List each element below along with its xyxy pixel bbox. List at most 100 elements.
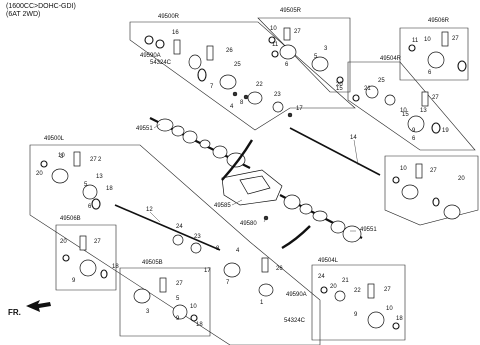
label-49500r: 49500R	[158, 14, 180, 20]
label-25-b: 25	[378, 78, 385, 84]
parts-49500r-lower	[392, 163, 461, 220]
label-21-b: 21	[342, 278, 349, 284]
label-26b: 26	[276, 266, 283, 272]
label-49551-lower: 49551	[360, 227, 377, 233]
label-3-b: 3	[60, 154, 64, 160]
label-49500l: 49500L	[44, 136, 65, 142]
label-4-a: 4	[230, 104, 234, 110]
label-10-g: 10	[386, 306, 393, 312]
label-21-a: 21	[364, 86, 371, 92]
label-49505b: 49505B	[142, 260, 163, 266]
label-13-b: 13	[96, 174, 103, 180]
label-19: 19	[442, 128, 449, 134]
label-15-b: 15	[402, 112, 409, 118]
label-9-b: 9	[72, 278, 76, 284]
group-box-49500r-lower	[384, 155, 479, 226]
group-box-49500l	[29, 144, 321, 345]
label-20-b: 20	[336, 82, 343, 88]
label-27-e: 27	[430, 168, 437, 174]
label-14: 14	[350, 135, 357, 141]
label-20-e: 20	[458, 176, 465, 182]
label-27-b: 27	[452, 36, 459, 42]
label-18-b: 18	[112, 264, 119, 270]
header-engine-spec: (1600CC>DOHC-GDI)	[6, 3, 76, 10]
label-7-b: 7	[226, 280, 230, 286]
label-3-c: 3	[146, 309, 150, 315]
label-49551-upper: 49551	[136, 126, 153, 132]
label-49580: 49580	[240, 221, 257, 227]
label-24-b: 24	[318, 274, 325, 280]
label-6-c: 6	[412, 136, 416, 142]
label-54324c-right: 54324C	[150, 60, 172, 66]
parts-49505b	[133, 277, 198, 322]
label-49506b: 49506B	[60, 216, 81, 222]
center-bearing-bracket	[221, 169, 283, 221]
front-arrow-icon	[26, 300, 51, 312]
group-box-49504r	[347, 61, 476, 151]
label-23-a: 23	[274, 92, 281, 98]
label-3-a: 3	[324, 46, 328, 52]
group-box-49504l	[311, 264, 406, 341]
label-20-a: 20	[36, 171, 43, 177]
label-49590a-left: 49590A	[286, 292, 307, 298]
label-5-a: 5	[314, 54, 318, 60]
label-18-d: 18	[396, 316, 403, 322]
label-49585: 49585	[214, 203, 231, 209]
label-18-a: 18	[106, 186, 113, 192]
parts-49500l	[40, 151, 274, 297]
label-20-d: 20	[330, 284, 337, 290]
label-23-b: 23	[194, 234, 201, 240]
label-9-c: 9	[176, 316, 180, 322]
group-box-49506r	[399, 27, 469, 81]
label-15-a: 15	[336, 86, 343, 92]
label-10-f: 10	[190, 304, 197, 310]
parts-49506b	[62, 235, 108, 279]
label-22-b: 22	[354, 288, 361, 294]
label-6-a: 6	[285, 62, 289, 68]
label-13-a: 13	[420, 108, 427, 114]
label-25-a: 25	[234, 62, 241, 68]
label-27-h: 27	[384, 287, 391, 293]
label-49590a-right: 49590A	[140, 53, 161, 59]
label-17-a: 17	[296, 106, 303, 112]
label-8-a: 8	[240, 100, 244, 106]
label-6-b: 6	[428, 70, 432, 76]
group-box-49506b	[55, 224, 117, 291]
label-9-a: 9	[412, 128, 416, 134]
label-17-b: 17	[204, 268, 211, 274]
label-5-b: 5	[84, 182, 88, 188]
label-10-b: 10	[424, 37, 431, 43]
parts-49504r	[352, 85, 441, 134]
label-7-a: 7	[210, 84, 214, 90]
label-16: 16	[172, 30, 179, 36]
label-49505r: 49505R	[280, 8, 302, 14]
label-4-b: 4	[236, 248, 240, 254]
label-22-a: 22	[256, 82, 263, 88]
parts-49504l	[320, 283, 400, 330]
parts-49500r	[144, 35, 293, 118]
label-11-a: 11	[272, 42, 279, 48]
front-direction-label: FR.	[8, 308, 21, 317]
left-driveshaft-assembly	[114, 194, 363, 251]
group-box-49500r	[129, 21, 356, 131]
header-transmission-spec: (6AT 2WD)	[6, 11, 41, 18]
label-49504l: 49504L	[318, 258, 339, 264]
label-27-g: 27	[176, 281, 183, 287]
label-12: 12	[146, 207, 153, 213]
group-box-49505b	[119, 267, 211, 337]
label-54324c-left: 54324C	[284, 318, 306, 324]
label-27-c: 27	[432, 95, 439, 101]
label-49504r: 49504R	[380, 56, 402, 62]
label-18-c: 18	[196, 322, 203, 328]
label-27-d: 27	[90, 157, 97, 163]
label-24-a: 24	[176, 224, 183, 230]
label-9-d: 9	[354, 312, 358, 318]
right-driveshaft-assembly	[149, 117, 381, 176]
label-10-c: 10	[400, 108, 407, 114]
label-10-d: 10	[58, 153, 65, 159]
label-8-b: 8	[216, 246, 220, 252]
label-10-e: 10	[400, 166, 407, 172]
label-6-d: 6	[88, 204, 92, 210]
parts-49505r	[268, 27, 344, 84]
